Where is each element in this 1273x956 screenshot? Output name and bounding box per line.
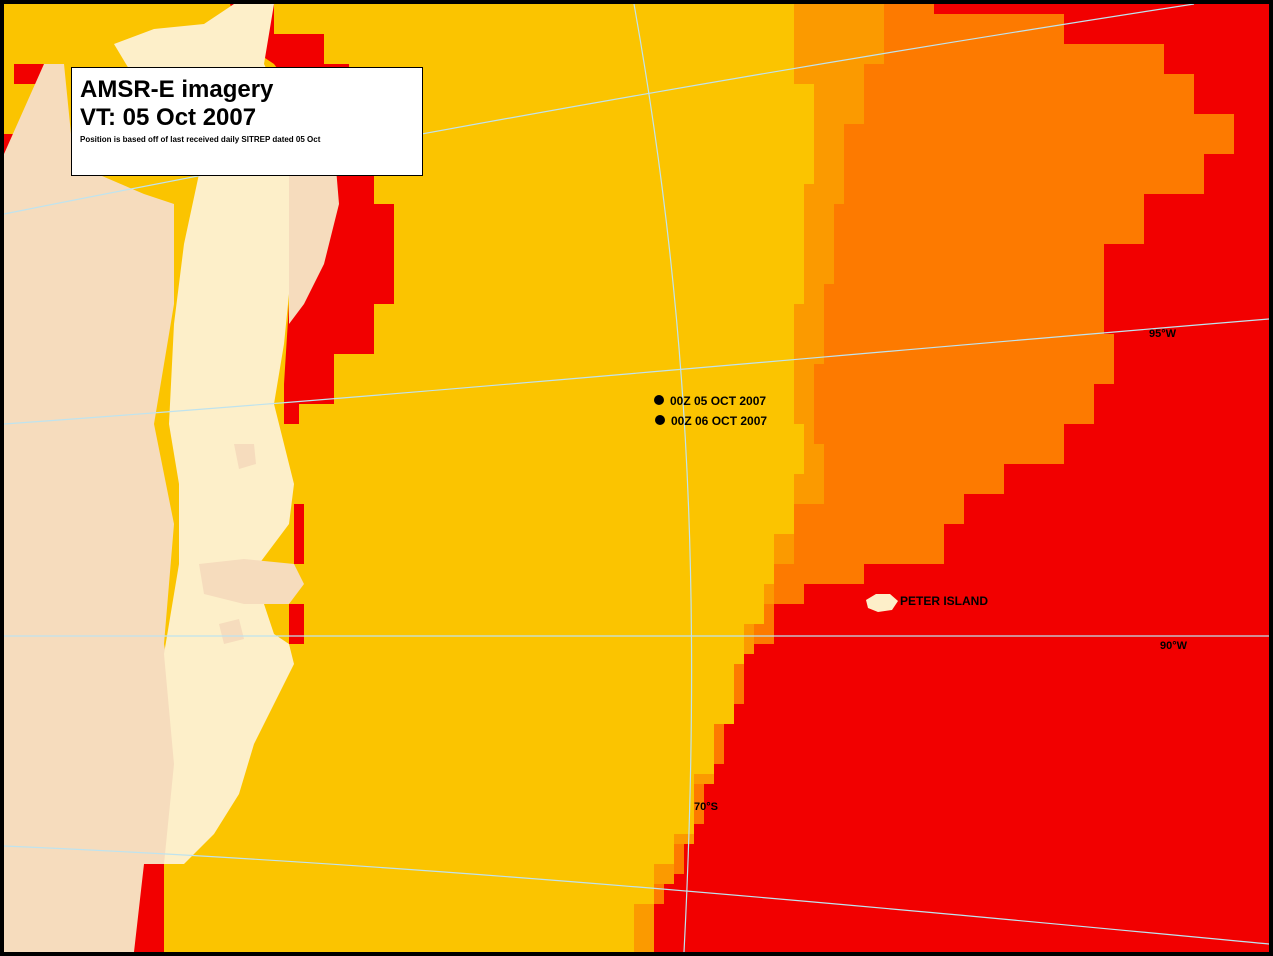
- land-mainland: [4, 64, 184, 952]
- land-lake-1: [234, 444, 256, 469]
- graticule-lat-line-4: [4, 845, 1269, 945]
- coastal-open-water: [230, 4, 394, 424]
- position-label-05-oct: 00Z 05 OCT 2007: [670, 394, 766, 408]
- map-title: AMSR-E imagery: [80, 76, 274, 103]
- coastal-open-water-south: [124, 504, 304, 952]
- land-lake-2: [219, 619, 244, 644]
- peter-island: [866, 594, 898, 612]
- graticule-lon-line: [633, 4, 693, 952]
- land-ridge: [199, 559, 304, 604]
- position-markers: 00Z 05 OCT 2007 00Z 06 OCT 2007: [654, 394, 767, 428]
- position-dot-06-oct: [655, 415, 665, 425]
- ice-concentration-map[interactable]: 00Z 05 OCT 2007 00Z 06 OCT 2007 PETER IS…: [4, 4, 1269, 952]
- position-note: Position is based off of last received d…: [80, 135, 321, 144]
- peter-island-label: PETER ISLAND: [900, 594, 988, 608]
- position-dot-05-oct: [654, 395, 664, 405]
- position-label-06-oct: 00Z 06 OCT 2007: [671, 414, 767, 428]
- graticule-lat-line-2: [4, 318, 1269, 425]
- grid-label-90w: 90°W: [1160, 640, 1188, 652]
- valid-time: VT: 05 Oct 2007: [80, 104, 257, 131]
- land-peninsula: [114, 4, 324, 864]
- graticule-lat-line-1: [4, 4, 1195, 215]
- graticule: [4, 4, 1269, 952]
- land-inner-highland: [289, 144, 339, 324]
- title-box: AMSR-E imagery VT: 05 Oct 2007 Position …: [71, 67, 423, 176]
- grid-label-95w: 95°W: [1149, 328, 1177, 340]
- grid-label-70s: 70°S: [694, 801, 718, 813]
